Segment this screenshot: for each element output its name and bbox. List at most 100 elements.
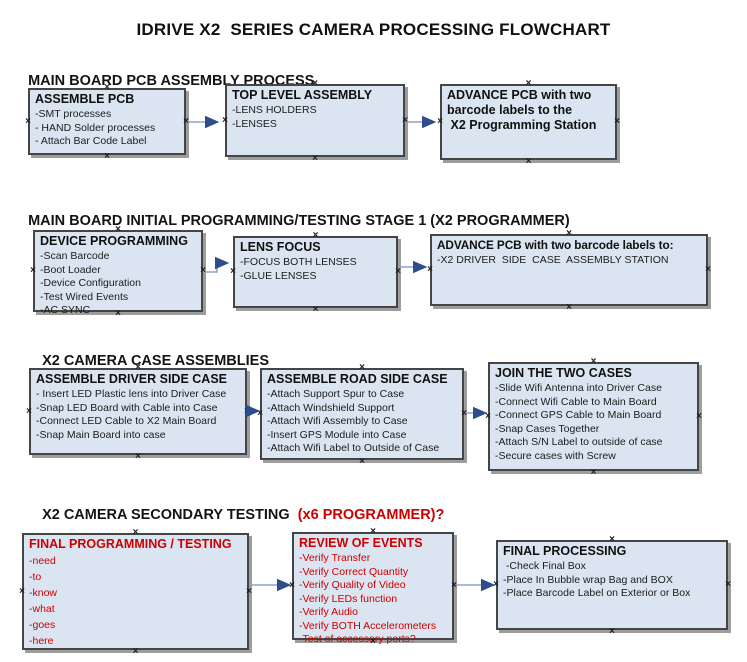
box-item-list: - Insert LED Plastic lens into Driver Ca… <box>36 388 240 442</box>
flow-box-device-programming: DEVICE PROGRAMMING -Scan Barcode-Boot Lo… <box>30 225 206 319</box>
connector-handle-icon: × <box>135 451 141 462</box>
flow-arrow <box>205 256 230 273</box>
box-item: -Connect Wifi Cable to Main Board <box>495 395 657 408</box>
connector-handle-icon: × <box>402 114 408 126</box>
connector-handle-icon: × <box>395 266 401 277</box>
connector-handle-icon: × <box>25 115 31 127</box>
box-item: -Verify Quality of Video <box>299 579 406 591</box>
connector-handle-icon: × <box>427 264 433 275</box>
box-item: -Snap Cases Together <box>495 422 600 435</box>
box-item: -Snap Main Board into case <box>36 428 166 441</box>
box-item: -Attach Support Spur to Case <box>267 388 405 400</box>
box-item: -Attach Wifi Label to Outside of Case <box>267 442 440 454</box>
box-item: -Verify Transfer <box>299 552 371 564</box>
connector-handle-icon: × <box>132 527 139 538</box>
box-item: -Snap LED Board with Cable into Case <box>36 401 218 414</box>
box-item: -Verify Correct Quantity <box>299 565 409 578</box>
box-item: -Scan Barcode <box>40 250 110 262</box>
connector-handle-icon: × <box>222 114 228 126</box>
box-item: -Verify LEDs function <box>299 592 398 605</box>
box-item: - Insert LED Plastic lens into Driver Ca… <box>36 388 227 400</box>
flow-box-assemble-road-side-case: ASSEMBLE ROAD SIDE CASE -Attach Support … <box>257 363 467 467</box>
box-item: -Connect GPS Cable to Main Board <box>495 409 662 421</box>
box-item: -Insert GPS Module into Case <box>267 428 407 441</box>
box-item: -SMT processes <box>35 108 112 120</box>
connector-handle-icon: × <box>609 626 615 637</box>
connector-handle-icon: × <box>104 151 110 162</box>
connector-handle-icon: × <box>590 467 597 478</box>
connector-handle-icon: × <box>705 264 711 275</box>
box-item-list: -Verify Transfer-Verify Correct Quantity… <box>299 552 447 647</box>
box-item: -FOCUS BOTH LENSES <box>240 256 357 268</box>
section-heading-case-assemblies: X2 CAMERA CASE ASSEMBLIES <box>34 337 269 369</box>
connector-handle-icon: × <box>461 408 467 419</box>
flow-box-advance-pcb-programming-station: ADVANCE PCB with two barcode labels to t… <box>437 79 620 167</box>
box-title: ASSEMBLE ROAD SIDE CASE <box>267 372 448 386</box>
box-title: DEVICE PROGRAMMING <box>40 234 188 248</box>
connector-handle-icon: × <box>525 156 532 167</box>
connector-handle-icon: × <box>590 356 597 367</box>
box-item: -Place Barcode Label on Exterior or Box <box>503 587 691 599</box>
flow-box-assemble-driver-side-case: ASSEMBLE DRIVER SIDE CASE - Insert LED P… <box>26 363 250 462</box>
box-item-list: -FOCUS BOTH LENSES-GLUE LENSES <box>240 256 391 283</box>
connector-handle-icon: × <box>289 580 295 591</box>
box-item-list: -need-to-know-what-goes-here <box>29 553 242 649</box>
box-title: ADVANCE PCB with two barcode labels to: <box>437 238 674 252</box>
box-item-list: -Check Final Box-Place In Bubble wrap Ba… <box>503 560 721 601</box>
section-heading-pcb-assembly: MAIN BOARD PCB ASSEMBLY PROCESS <box>20 57 314 89</box>
flow-box-final-processing: FINAL PROCESSING -Check Final Box-Place … <box>493 535 731 637</box>
box-title: ASSEMBLE DRIVER SIDE CASE <box>36 372 228 386</box>
section-heading-text: MAIN BOARD PCB ASSEMBLY PROCESS <box>28 73 315 89</box>
connector-handle-icon: × <box>437 116 443 127</box>
section-heading-text: X2 CAMERA SECONDARY TESTING <box>42 507 294 523</box>
box-item-list: -SMT processes- HAND Solder processes- A… <box>35 108 179 149</box>
box-title: FINAL PROGRAMMING / TESTING <box>29 537 232 551</box>
box-item: -what <box>29 603 55 615</box>
box-title: LENS FOCUS <box>240 240 321 254</box>
box-item: -Test Wired Events <box>40 290 129 303</box>
section-heading-secondary-testing: X2 CAMERA SECONDARY TESTING (x6 PROGRAMM… <box>34 491 444 523</box>
box-title: FINAL PROCESSING <box>503 544 627 558</box>
connector-handle-icon: × <box>19 585 25 597</box>
box-title: ASSEMBLE PCB <box>35 92 135 106</box>
connector-handle-icon: × <box>609 534 615 545</box>
flow-box-final-programming-testing: FINAL PROGRAMMING / TESTING -need-to-kno… <box>19 528 252 657</box>
connector-handle-icon: × <box>485 410 491 422</box>
box-item: - Attach Bar Code Label <box>35 135 147 147</box>
connector-handle-icon: × <box>244 405 250 417</box>
connector-handle-icon: × <box>200 265 206 276</box>
box-title: TOP LEVEL ASSEMBLY <box>232 88 373 102</box>
box-item: -Verify BOTH Accelerometers <box>299 619 437 632</box>
box-item: -Test of accessory ports? <box>299 633 416 645</box>
flow-box-assemble-pcb: ASSEMBLE PCB -SMT processes- HAND Solder… <box>25 83 189 162</box>
box-item: -Secure cases with Screw <box>495 449 616 462</box>
box-item-list: -X2 DRIVER SIDE CASE ASSEMBLY STATION <box>437 254 701 268</box>
box-item-list: -Attach Support Spur to Case-Attach Wind… <box>267 388 457 456</box>
box-item: -Attach Wifi Assembly to Case <box>267 415 408 427</box>
box-item: -know <box>29 587 58 599</box>
box-item: -Verify Audio <box>299 606 358 618</box>
connector-handle-icon: × <box>566 302 572 313</box>
section-heading-text: MAIN BOARD INITIAL PROGRAMMING/TESTING S… <box>28 213 570 229</box>
box-item: -to <box>29 571 42 583</box>
box-item: - HAND Solder processes <box>35 121 156 134</box>
box-item: -LENS HOLDERS <box>232 104 317 116</box>
flow-box-review-of-events: REVIEW OF EVENTS -Verify Transfer-Verify… <box>289 527 457 647</box>
flow-box-lens-focus: LENS FOCUS -FOCUS BOTH LENSES-GLUE LENSE… <box>230 231 401 315</box>
section-heading-initial-programming: MAIN BOARD INITIAL PROGRAMMING/TESTING S… <box>20 197 570 229</box>
box-item: -LENSES <box>232 117 277 130</box>
connector-handle-icon: × <box>525 78 532 89</box>
box-item: -Connect LED Cable to X2 Main Board <box>36 415 217 427</box>
page-title: IDRIVE X2 SERIES CAMERA PROCESSING FLOWC… <box>136 20 611 39</box>
box-item: -AC SYNC <box>40 304 91 316</box>
section-heading-red-text: (x6 PROGRAMMER)? <box>293 507 445 523</box>
connector-handle-icon: × <box>30 265 36 276</box>
flow-box-top-level-assembly: TOP LEVEL ASSEMBLY -LENS HOLDERS-LENSES … <box>222 79 408 164</box>
connector-handle-icon: × <box>312 304 319 315</box>
box-item: -goes <box>29 619 56 631</box>
connector-handle-icon: × <box>493 579 499 590</box>
connector-handle-icon: × <box>312 153 318 164</box>
connector-handle-icon: × <box>614 116 620 127</box>
box-item: -here <box>29 635 54 647</box>
connector-handle-icon: × <box>312 230 319 241</box>
